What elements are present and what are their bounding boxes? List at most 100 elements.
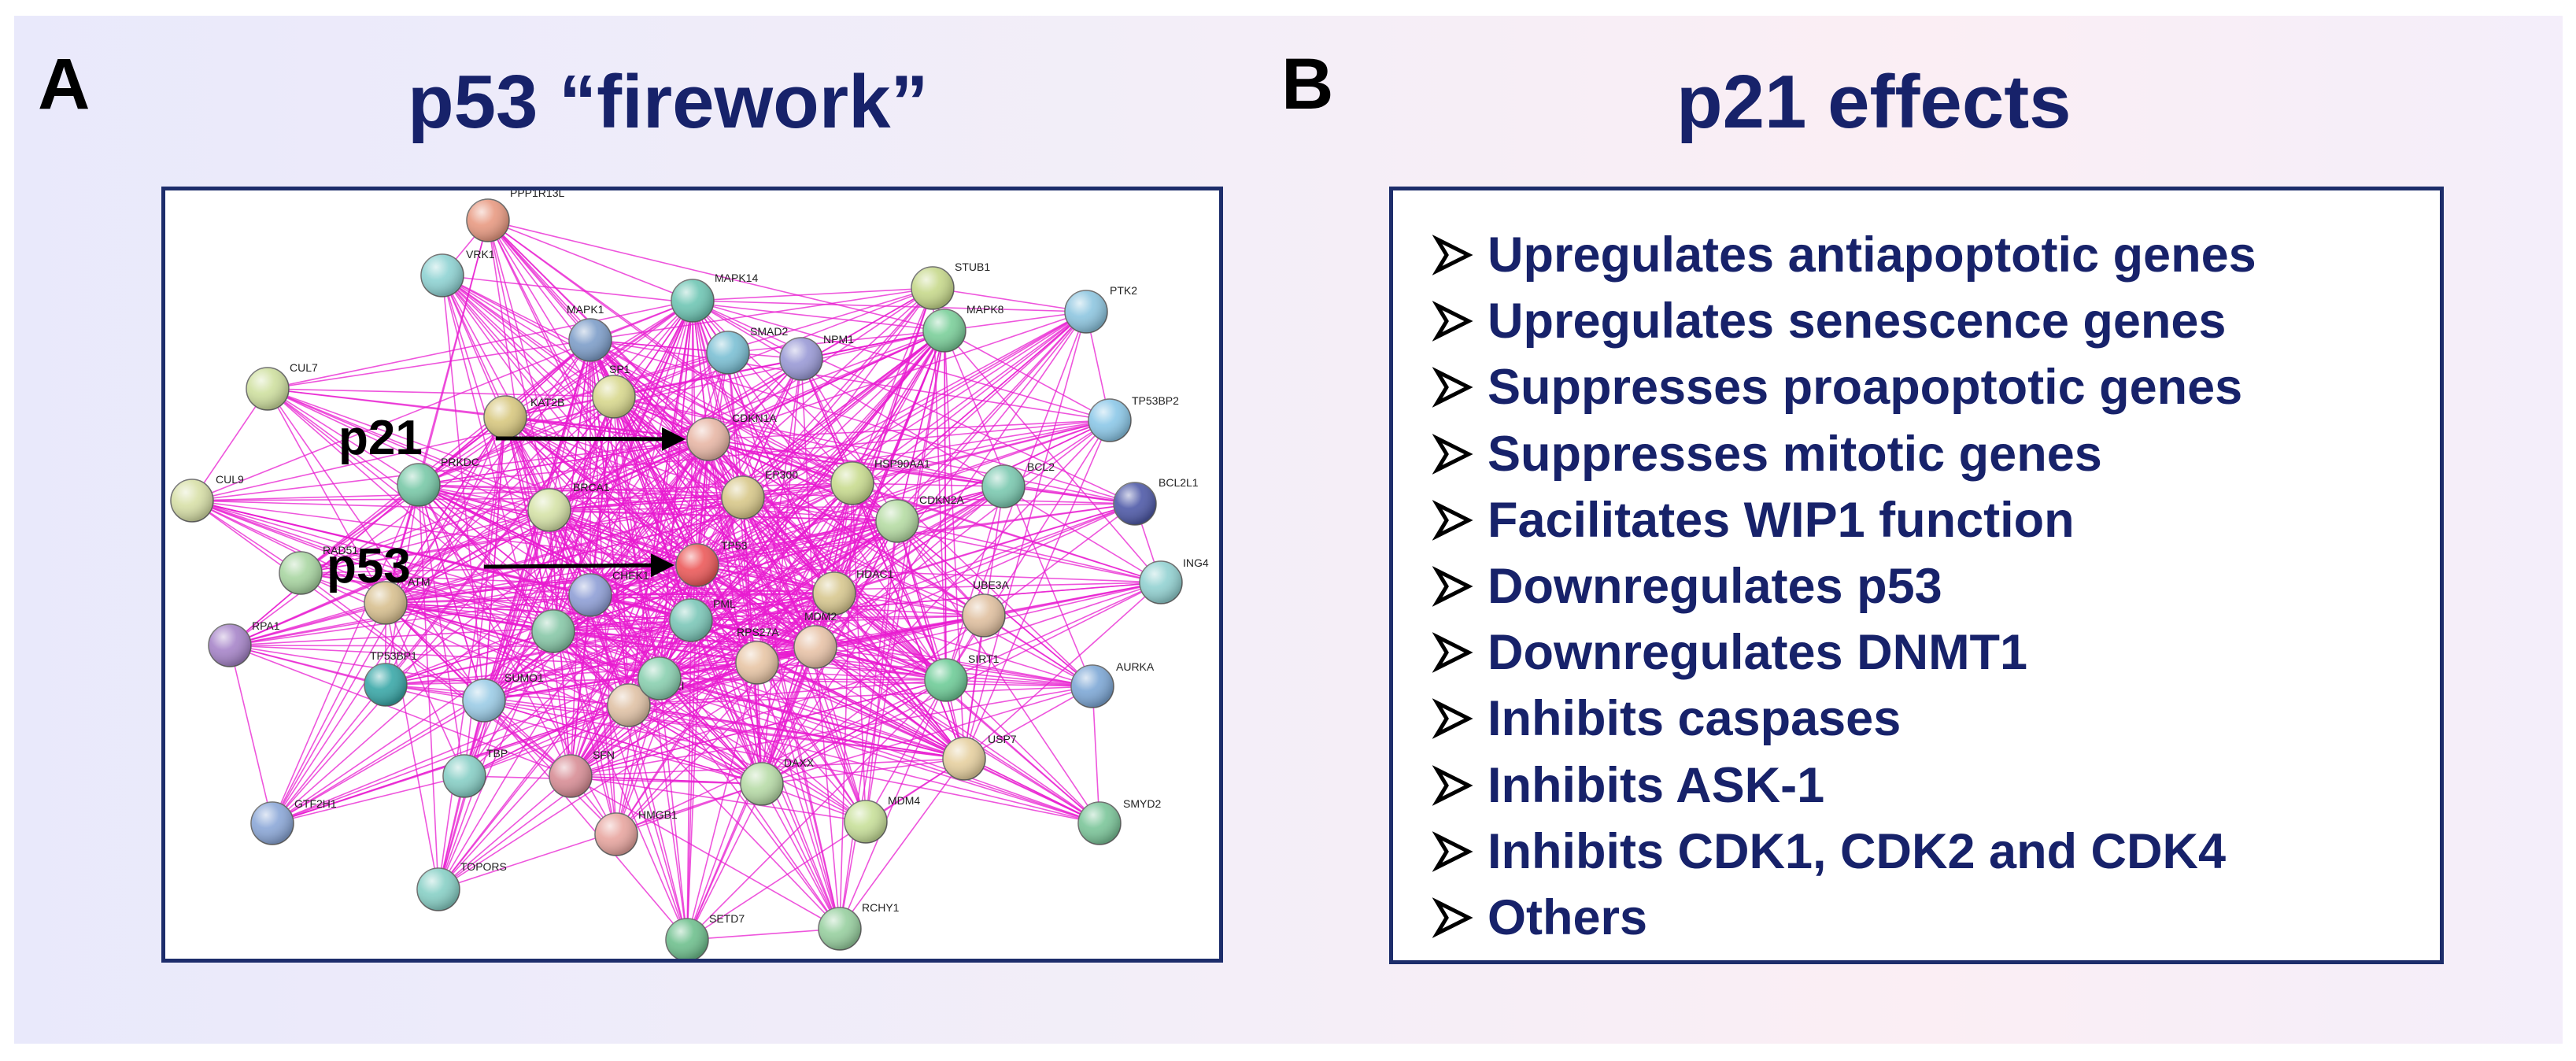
node-label: MAPK14 — [715, 272, 758, 284]
network-node: TP53BP1 — [364, 649, 417, 707]
node-shine — [484, 396, 527, 438]
network-edge — [267, 388, 550, 511]
network-edge — [963, 582, 1162, 760]
network-node: CHEK1 — [568, 569, 649, 617]
network-edge — [686, 679, 947, 941]
network-edge — [945, 582, 1162, 681]
node-shine — [608, 684, 650, 726]
network-edge — [418, 484, 465, 777]
network-edge — [504, 416, 692, 621]
network-node: TP53BP2 — [1088, 394, 1179, 442]
network-edge — [549, 503, 1136, 511]
network-edge — [896, 520, 965, 760]
network-edge — [385, 602, 439, 890]
network-node: BRCA1 — [527, 481, 610, 532]
network-edge — [570, 300, 693, 777]
network-edge — [589, 339, 965, 760]
network-edge — [963, 420, 1111, 760]
node-shine — [813, 572, 856, 615]
effect-text: Suppresses mitotic genes — [1488, 426, 2102, 482]
network-node: MDM2 — [793, 610, 837, 669]
network-edge — [659, 678, 947, 681]
network-edge — [385, 416, 506, 604]
network-edge — [1003, 486, 1136, 505]
network-edge — [504, 416, 698, 566]
node-shine — [925, 659, 967, 701]
node-shine — [671, 279, 714, 322]
node-shine — [364, 664, 407, 706]
network-edge — [628, 679, 947, 706]
pointer-label: p21 — [338, 411, 423, 465]
network-edge — [438, 775, 571, 890]
effect-item: Facilitates WIP1 function — [1432, 487, 2256, 553]
network-edge — [692, 287, 933, 301]
node-label: RAD51 — [323, 544, 358, 556]
network-node: USP7 — [942, 733, 1017, 781]
node-label: CUL9 — [216, 473, 244, 486]
network-edge — [589, 339, 853, 484]
network-edge — [896, 311, 1087, 522]
network-node — [638, 656, 682, 701]
network-edge — [229, 520, 898, 646]
network-edge — [418, 484, 744, 498]
network-edge — [442, 275, 898, 522]
network-edge — [483, 416, 506, 701]
network-edge — [686, 758, 965, 941]
network-node: TOPORS — [416, 860, 507, 911]
network-edge — [613, 396, 1100, 824]
network-edge — [570, 679, 947, 777]
node-label: PML — [713, 597, 736, 610]
network-node: PPP1R13L — [466, 190, 564, 242]
node-label: RPS27A — [737, 626, 779, 638]
network-edge — [418, 484, 439, 890]
node-shine — [463, 679, 505, 722]
network-node: MAPK8 — [922, 303, 1004, 353]
network-edge — [727, 330, 945, 353]
network-edge — [385, 339, 591, 604]
network-edge — [418, 352, 729, 486]
network-node: CUL9 — [170, 473, 244, 523]
network-node: SIRT1 — [924, 652, 1000, 702]
network-edge — [963, 686, 1093, 760]
network-edge — [761, 758, 965, 785]
network-edge — [549, 339, 591, 511]
node-label: MDM4 — [888, 794, 920, 807]
pointer-arrow — [495, 427, 686, 451]
node-shine — [467, 199, 509, 242]
panel-b-letter: B — [1281, 44, 1334, 124]
node-shine — [595, 813, 638, 856]
network-edge — [692, 300, 853, 484]
network-node: KAT2B — [483, 395, 564, 439]
network-edge — [487, 220, 591, 341]
network-node: BCL2 — [981, 460, 1055, 508]
network-edge — [385, 503, 1136, 604]
effect-item: Upregulates senescence genes — [1432, 288, 2256, 354]
network-edge — [300, 572, 947, 681]
network-edge — [385, 300, 693, 604]
effect-text: Facilitates WIP1 function — [1488, 492, 2075, 548]
network-edge — [852, 482, 1162, 583]
network-edge — [615, 679, 947, 835]
network-edge — [570, 594, 591, 777]
network-edge — [815, 646, 867, 823]
network-edge — [300, 339, 591, 574]
node-label: DAXX — [784, 756, 815, 769]
network-edge — [487, 220, 571, 777]
network-edge — [267, 339, 591, 390]
network-edge — [442, 275, 571, 777]
network-edge — [272, 678, 660, 824]
node-label: TOPORS — [460, 860, 507, 873]
arrow-bullet-icon — [1432, 897, 1473, 938]
network-node: RCHY1 — [818, 901, 900, 951]
node-shine — [443, 755, 486, 797]
network-edge — [852, 287, 933, 484]
network-edge — [267, 388, 506, 418]
network-node: HMGB1 — [594, 808, 678, 856]
network-edge — [438, 300, 693, 890]
network-edge — [504, 416, 660, 679]
effect-item: Downregulates p53 — [1432, 553, 2256, 619]
network-edge — [839, 679, 947, 930]
network-edge — [852, 482, 1004, 487]
effect-item: Inhibits ASK-1 — [1432, 752, 2256, 819]
